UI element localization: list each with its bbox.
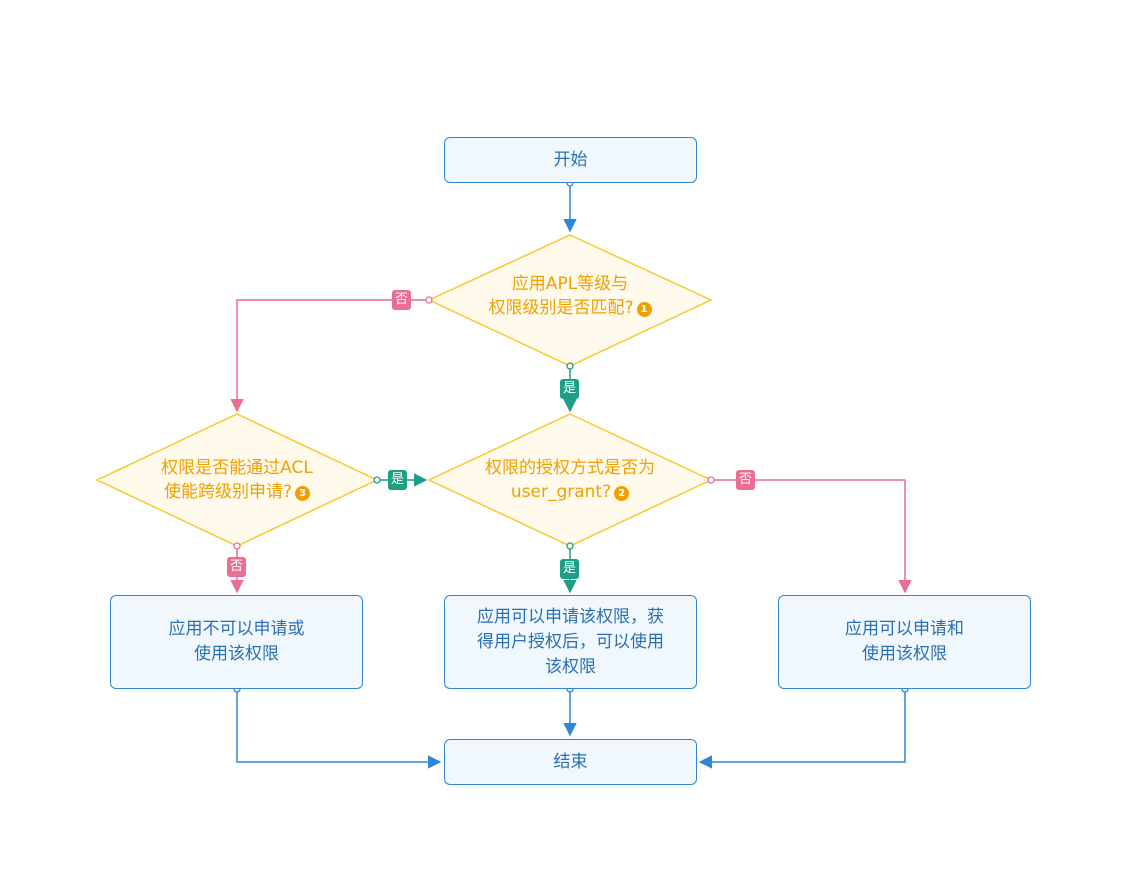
arrow-apl-no (230, 299, 429, 413)
deny-result-line: 应用不可以申请或 (168, 619, 305, 639)
no-tag-acl: 否 (227, 557, 247, 577)
decision-user-grant-line: 权限的授权方式是否为 (485, 458, 655, 478)
arrow-user-grant-no (711, 479, 912, 594)
allow-result-line: 使用该权限 (862, 644, 947, 664)
allow-result-line: 应用可以申请和 (845, 619, 964, 639)
user-grant-result-line: 该权限 (545, 656, 596, 677)
decision-acl-text: 权限是否能通过ACL 使能跨级别申请?3 (117, 456, 357, 504)
decision-apl-match-line: 应用APL等级与 (511, 274, 629, 294)
end-label: 结束 (553, 751, 588, 772)
end-node: 结束 (444, 739, 697, 785)
yes-tag-acl: 是 (388, 470, 408, 490)
no-tag-user-grant: 否 (736, 470, 756, 490)
decision-apl-match-question: 权限级别是否匹配? (488, 298, 634, 318)
yes-tag-apl: 是 (560, 379, 580, 399)
deny-result-line: 使用该权限 (194, 644, 279, 664)
decision-user-grant-line-2: user_grant?2 (450, 480, 690, 504)
user-grant-result-node: 应用可以申请该权限，获 得用户授权后，可以使用 该权限 (444, 595, 697, 689)
decision-apl-match-text: 应用APL等级与 权限级别是否匹配?1 (450, 272, 690, 320)
no-tag-apl: 否 (392, 290, 412, 310)
decision-acl-question: 使能跨级别申请? (163, 482, 293, 502)
decision-acl-line-2: 使能跨级别申请?3 (117, 480, 357, 504)
note-badge-3: 3 (295, 486, 311, 501)
allow-result-text: 应用可以申请和 使用该权限 (845, 617, 964, 667)
yes-tag-user-grant: 是 (560, 559, 580, 579)
arrow-allow-to-end (698, 689, 906, 769)
user-grant-result-line: 应用可以申请该权限，获 (477, 606, 664, 627)
arrow-deny-to-end (236, 689, 442, 769)
user-grant-result-line: 得用户授权后，可以使用 (477, 631, 664, 652)
deny-result-node: 应用不可以申请或 使用该权限 (110, 595, 363, 689)
user-grant-result-text: 应用可以申请该权限，获 得用户授权后，可以使用 该权限 (477, 605, 664, 680)
start-node: 开始 (444, 137, 697, 183)
allow-result-node: 应用可以申请和 使用该权限 (778, 595, 1031, 689)
decision-acl-line: 权限是否能通过ACL (161, 458, 313, 478)
deny-result-text: 应用不可以申请或 使用该权限 (169, 617, 305, 667)
decision-apl-match-line-2: 权限级别是否匹配?1 (450, 296, 690, 320)
note-badge-1: 1 (636, 302, 652, 317)
note-badge-2: 2 (614, 486, 630, 501)
decision-user-grant-question: user_grant? (510, 482, 612, 502)
decision-user-grant-text: 权限的授权方式是否为 user_grant?2 (450, 456, 690, 504)
start-label: 开始 (553, 149, 588, 170)
